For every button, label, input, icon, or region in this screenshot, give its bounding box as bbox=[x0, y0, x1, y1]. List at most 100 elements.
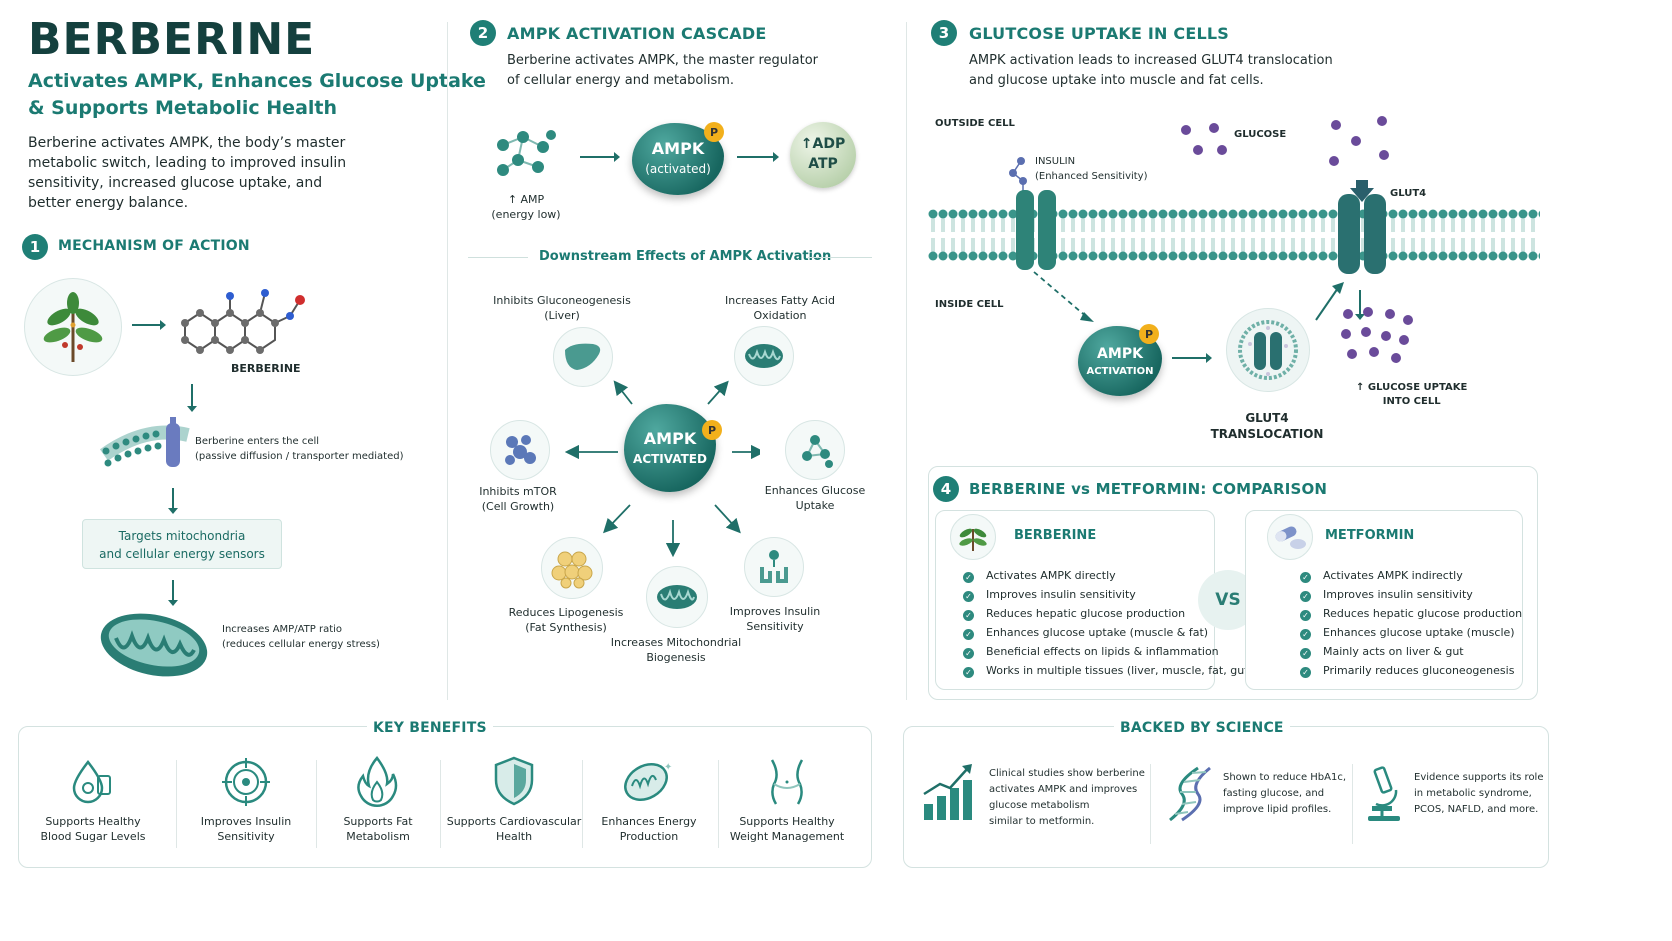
berberine-item-3: ✓Reduces hepatic glucose production bbox=[963, 607, 1185, 621]
section-1-title: MECHANISM OF ACTION bbox=[58, 238, 250, 254]
berberine-item-2: ✓Improves insulin sensitivity bbox=[963, 588, 1136, 602]
arrow-down-2 bbox=[167, 488, 179, 518]
benefit-sep-2 bbox=[316, 760, 317, 848]
center-phosphate-badge: P bbox=[702, 420, 722, 440]
effect-mtor-label: Inhibits mTOR(Cell Growth) bbox=[479, 485, 557, 513]
arrow-glucose-in bbox=[1354, 290, 1366, 324]
plant-icon bbox=[24, 278, 122, 376]
benefit-sep-3 bbox=[440, 760, 441, 848]
berberine-molecule-icon bbox=[170, 278, 310, 362]
target-icon bbox=[222, 758, 270, 810]
glucose-dots-inside bbox=[1341, 307, 1413, 363]
section-3-desc: AMPK activation leads to increased GLUT4… bbox=[969, 53, 1333, 88]
section-2-desc: Berberine activates AMPK, the master reg… bbox=[507, 53, 819, 88]
downstream-arrows bbox=[564, 380, 760, 558]
downstream-title: Downstream Effects of AMPK Activation bbox=[539, 249, 832, 264]
section-2-title: AMPK ACTIVATION CASCADE bbox=[507, 24, 767, 43]
science-hba1c-text: Shown to reduce HbA1c,fasting glucose, a… bbox=[1223, 772, 1347, 815]
energy-mitochondria-icon: ✦ bbox=[620, 758, 676, 810]
science-sep-1 bbox=[1150, 764, 1151, 844]
berberine-item-5: ✓Beneficial effects on lipids & inflamma… bbox=[963, 645, 1219, 659]
glucose-label: GLUCOSE bbox=[1234, 129, 1287, 140]
arrow-down-1 bbox=[186, 384, 198, 416]
flame-icon bbox=[355, 756, 399, 812]
cell-membrane-icon bbox=[99, 415, 192, 477]
benefit-sep-1 bbox=[176, 760, 177, 848]
fat-cells-icon bbox=[541, 537, 603, 599]
benefit-sep-5 bbox=[718, 760, 719, 848]
metformin-pill-icon bbox=[1267, 514, 1313, 560]
section-3-title: GLUTCOSE UPTAKE IN CELLS bbox=[969, 24, 1230, 43]
berberine-plant-icon bbox=[950, 514, 996, 560]
enters-cell-text: Berberine enters the cell(passive diffus… bbox=[195, 436, 404, 462]
arrow-plant-to-molecule bbox=[132, 316, 166, 335]
downstream-title-line-left bbox=[468, 257, 528, 258]
glut4-label: GLUT4 bbox=[1390, 188, 1427, 199]
ampk-activated-node: AMPK(activated) bbox=[632, 123, 724, 195]
outside-cell-label: OUTSIDE CELL bbox=[935, 118, 1015, 129]
glut4-up-arrow bbox=[1315, 282, 1344, 321]
mitochondria-icon bbox=[96, 608, 212, 686]
metformin-item-5: ✓Mainly acts on liver & gut bbox=[1300, 645, 1464, 659]
arrow-ampk-to-glut4 bbox=[1172, 349, 1212, 368]
microscope-icon bbox=[1362, 764, 1408, 828]
key-benefits-title: KEY BENEFITS bbox=[367, 720, 493, 736]
berberine-molecule-label: BERBERINE bbox=[231, 362, 301, 375]
inside-cell-label: INSIDE CELL bbox=[935, 299, 1004, 310]
arrow-down-3 bbox=[167, 580, 179, 610]
glucose-dots-glut4 bbox=[1329, 116, 1389, 166]
section-4-title: BERBERINE vs METFORMIN: COMPARISON bbox=[969, 480, 1328, 498]
divider-2 bbox=[906, 22, 907, 700]
divider-1 bbox=[447, 22, 448, 700]
subtitle-line-1: Activates AMPK, Enhances Glucose Uptake bbox=[28, 70, 486, 92]
cell-membrane-bilayer bbox=[928, 180, 1540, 274]
metformin-item-4: ✓Enhances glucose uptake (muscle) bbox=[1300, 626, 1515, 640]
section-1-number: 1 bbox=[22, 234, 48, 260]
mtor-molecule-icon bbox=[490, 420, 550, 480]
arrow-ampk-to-atp bbox=[737, 148, 779, 167]
metformin-column-title: METFORMIN bbox=[1325, 528, 1415, 543]
glucose-dots-top bbox=[1181, 123, 1227, 155]
arrow-amp-to-ampk bbox=[580, 148, 620, 167]
svg-text:✦: ✦ bbox=[664, 762, 672, 773]
amp-molecule-icon bbox=[493, 125, 563, 189]
berberine-item-1: ✓Activates AMPK directly bbox=[963, 569, 1116, 583]
downstream-title-line-right bbox=[808, 257, 872, 258]
subtitle-line-2: & Supports Metabolic Health bbox=[28, 97, 338, 119]
metformin-item-3: ✓Reduces hepatic glucose production bbox=[1300, 607, 1522, 621]
berberine-column-title: BERBERINE bbox=[1014, 528, 1097, 543]
section-2-number: 2 bbox=[470, 20, 496, 46]
benefit-sep-4 bbox=[582, 760, 583, 848]
phosphate-badge: P bbox=[704, 122, 724, 142]
key-benefits-panel bbox=[18, 726, 872, 868]
metformin-item-2: ✓Improves insulin sensitivity bbox=[1300, 588, 1473, 602]
glucose-molecule-icon bbox=[785, 420, 845, 480]
amp-label: ↑ AMP(energy low) bbox=[491, 193, 561, 221]
page-title: BERBERINE bbox=[28, 14, 316, 65]
liver-icon bbox=[553, 327, 613, 387]
insulin-receptor-icon bbox=[744, 537, 804, 597]
bar-chart-icon bbox=[920, 764, 976, 826]
effect-gluconeogenesis-label: Inhibits Gluconeogenesis(Liver) bbox=[493, 294, 631, 322]
effect-lipogenesis-label: Reduces Lipogenesis(Fat Synthesis) bbox=[508, 606, 624, 634]
uptake-phosphate-badge: P bbox=[1139, 324, 1159, 344]
dna-icon bbox=[1162, 764, 1218, 828]
mitochondria-small-icon bbox=[734, 326, 794, 386]
